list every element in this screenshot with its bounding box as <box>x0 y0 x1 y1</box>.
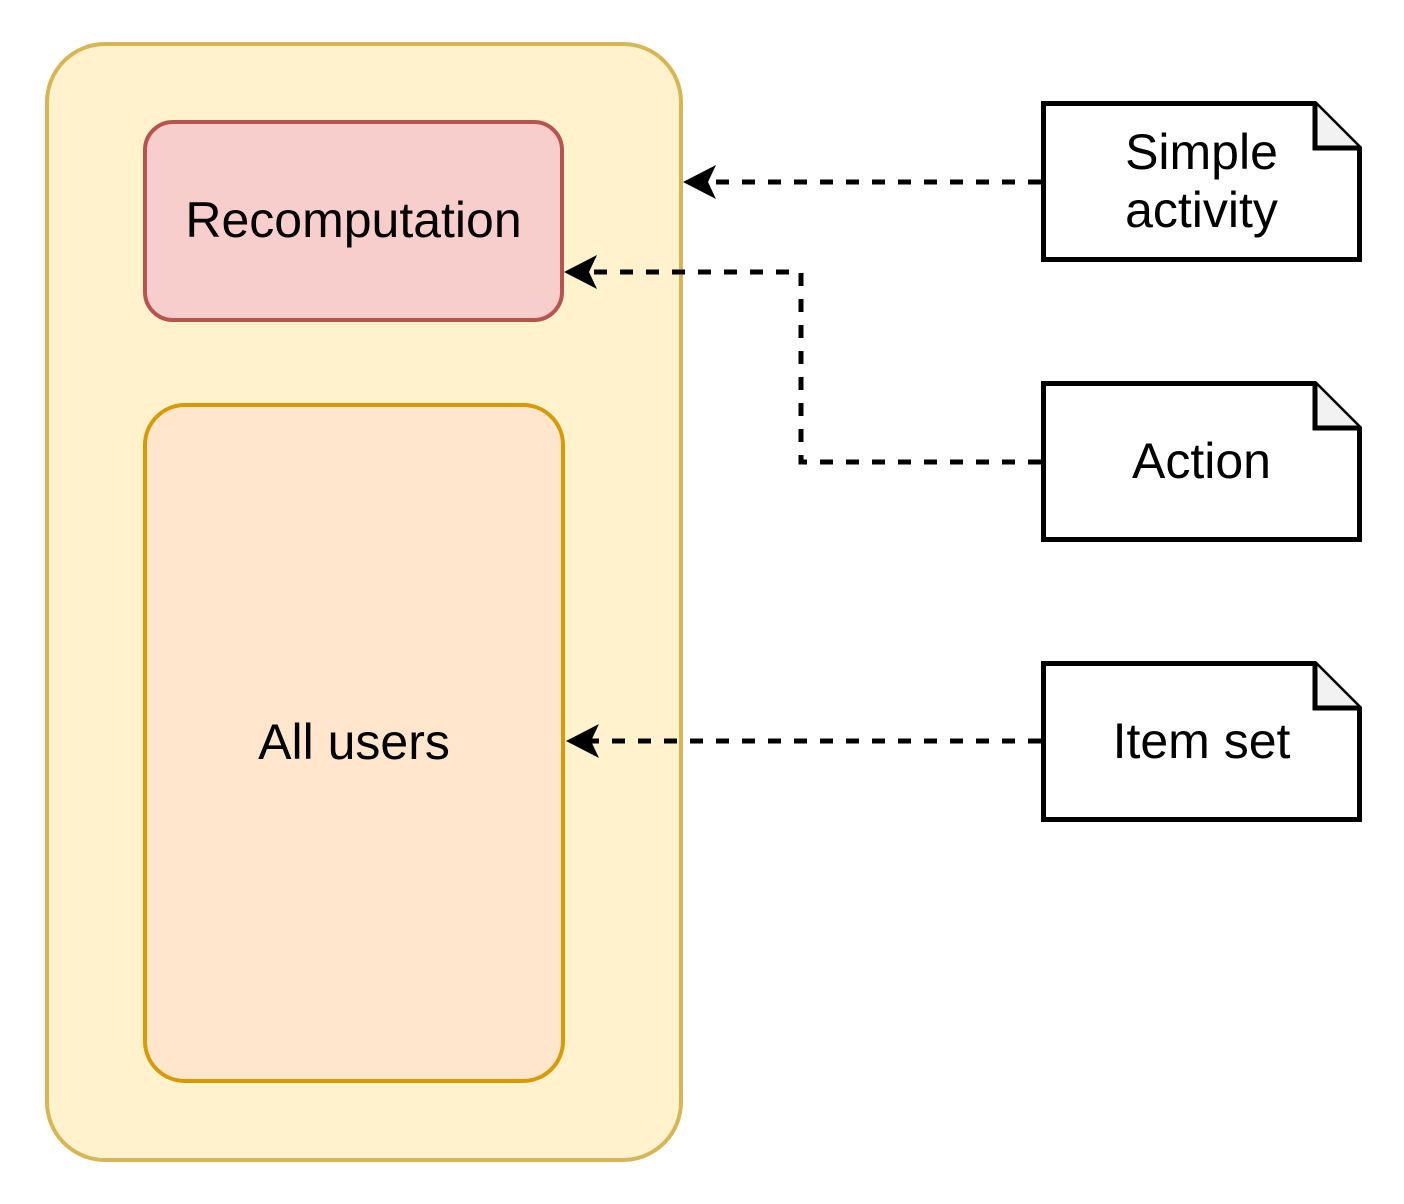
note-fold-icon <box>1312 383 1360 431</box>
note-shape <box>1041 381 1362 542</box>
note-action-text: Action <box>1132 432 1271 489</box>
note-body <box>1041 101 1362 262</box>
note-item-set-text: Item set <box>1112 712 1291 769</box>
note-label: Action <box>1041 381 1362 542</box>
node-all-users-label: All users <box>258 714 450 771</box>
note-label: Simple activity <box>1041 101 1362 262</box>
note-simple-activity-text: Simple activity <box>1125 124 1278 238</box>
note-action[interactable]: Action <box>1041 381 1362 542</box>
note-shape <box>1041 101 1362 262</box>
note-body <box>1041 661 1362 822</box>
note-shape <box>1041 661 1362 822</box>
note-fold-icon <box>1312 103 1360 151</box>
arrowhead-simple-activity-icon <box>683 165 716 199</box>
note-simple-activity[interactable]: Simple activity <box>1041 101 1362 262</box>
note-label: Item set <box>1041 661 1362 822</box>
node-recomputation-label: Recomputation <box>185 192 522 249</box>
note-item-set[interactable]: Item set <box>1041 661 1362 822</box>
note-fold-icon <box>1312 663 1360 711</box>
node-all-users[interactable]: All users <box>143 403 565 1083</box>
note-body <box>1041 381 1362 542</box>
node-recomputation[interactable]: Recomputation <box>143 120 564 322</box>
